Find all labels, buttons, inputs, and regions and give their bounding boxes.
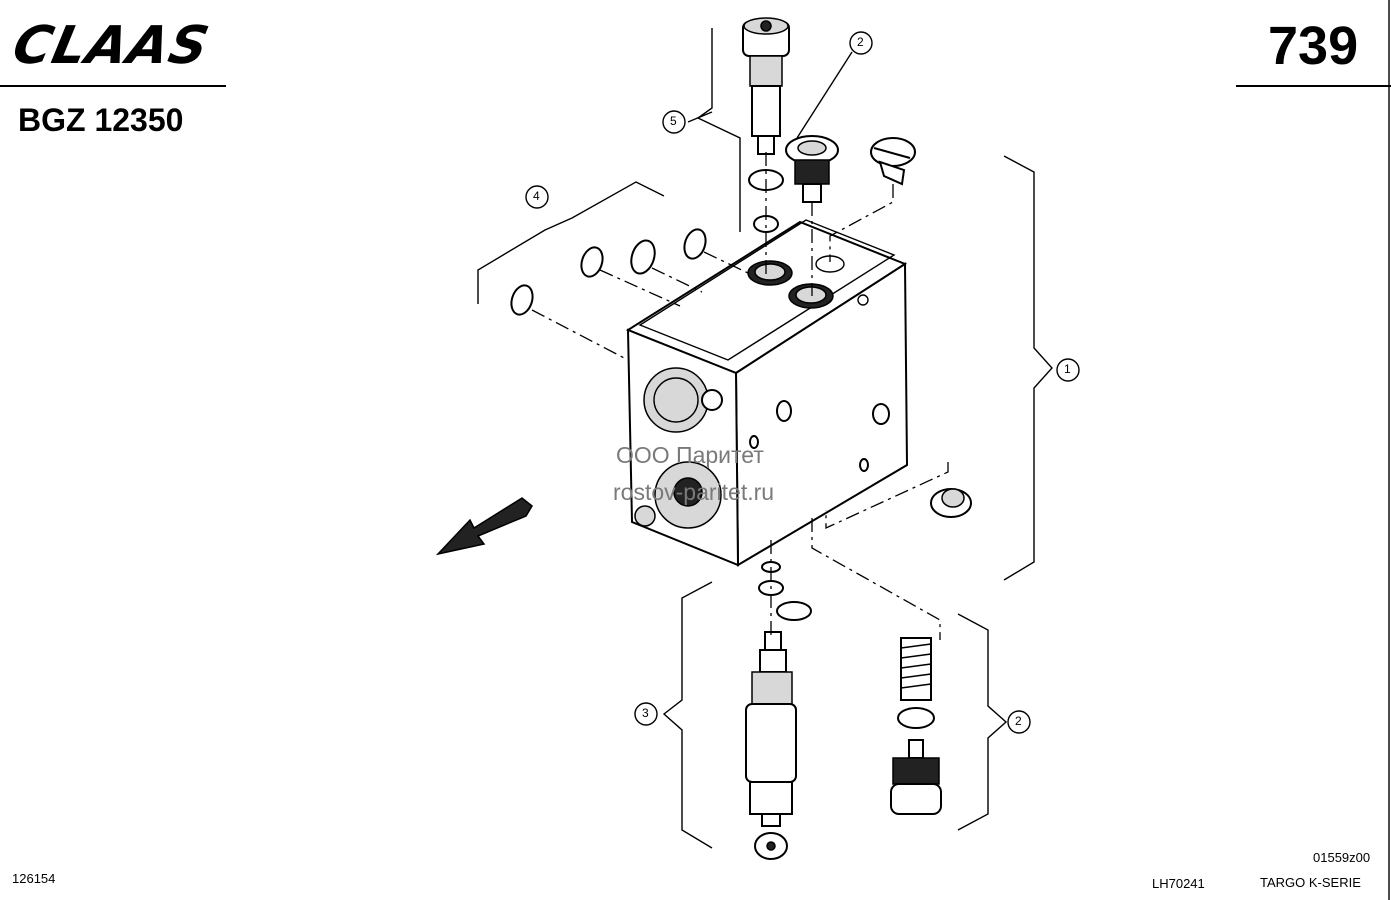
footer-image-code: 01559z00 (1313, 850, 1371, 865)
callout-4: 4 (533, 189, 540, 203)
callout-circles (525, 31, 1080, 734)
drawing-code: BGZ 12350 (18, 102, 184, 138)
page-number: 739 (1268, 16, 1359, 76)
top-cartridge (742, 17, 790, 155)
direction-arrow (435, 497, 533, 556)
top-plug (785, 135, 839, 203)
spring-and-plug (890, 637, 942, 815)
bottom-cartridge (745, 631, 797, 860)
callout-2-bottom: 2 (1015, 714, 1022, 728)
group-brackets (477, 28, 1053, 849)
top-cap (870, 137, 916, 186)
watermark-site: rostov-paritet.ru (613, 479, 775, 505)
footer-left-code: 126154 (12, 871, 56, 886)
callout-5: 5 (670, 114, 677, 128)
watermark-company: ООО Паритет (616, 442, 764, 468)
callout-3: 3 (642, 706, 649, 720)
assembly-axes (531, 152, 949, 640)
side-cap (930, 488, 972, 518)
callout-2-top: 2 (857, 35, 864, 49)
callout-1: 1 (1064, 362, 1071, 376)
footer-series: TARGO K-SERIE (1260, 875, 1361, 890)
footer-ref-code: LH70241 (1152, 876, 1205, 891)
valve-block (625, 219, 909, 567)
